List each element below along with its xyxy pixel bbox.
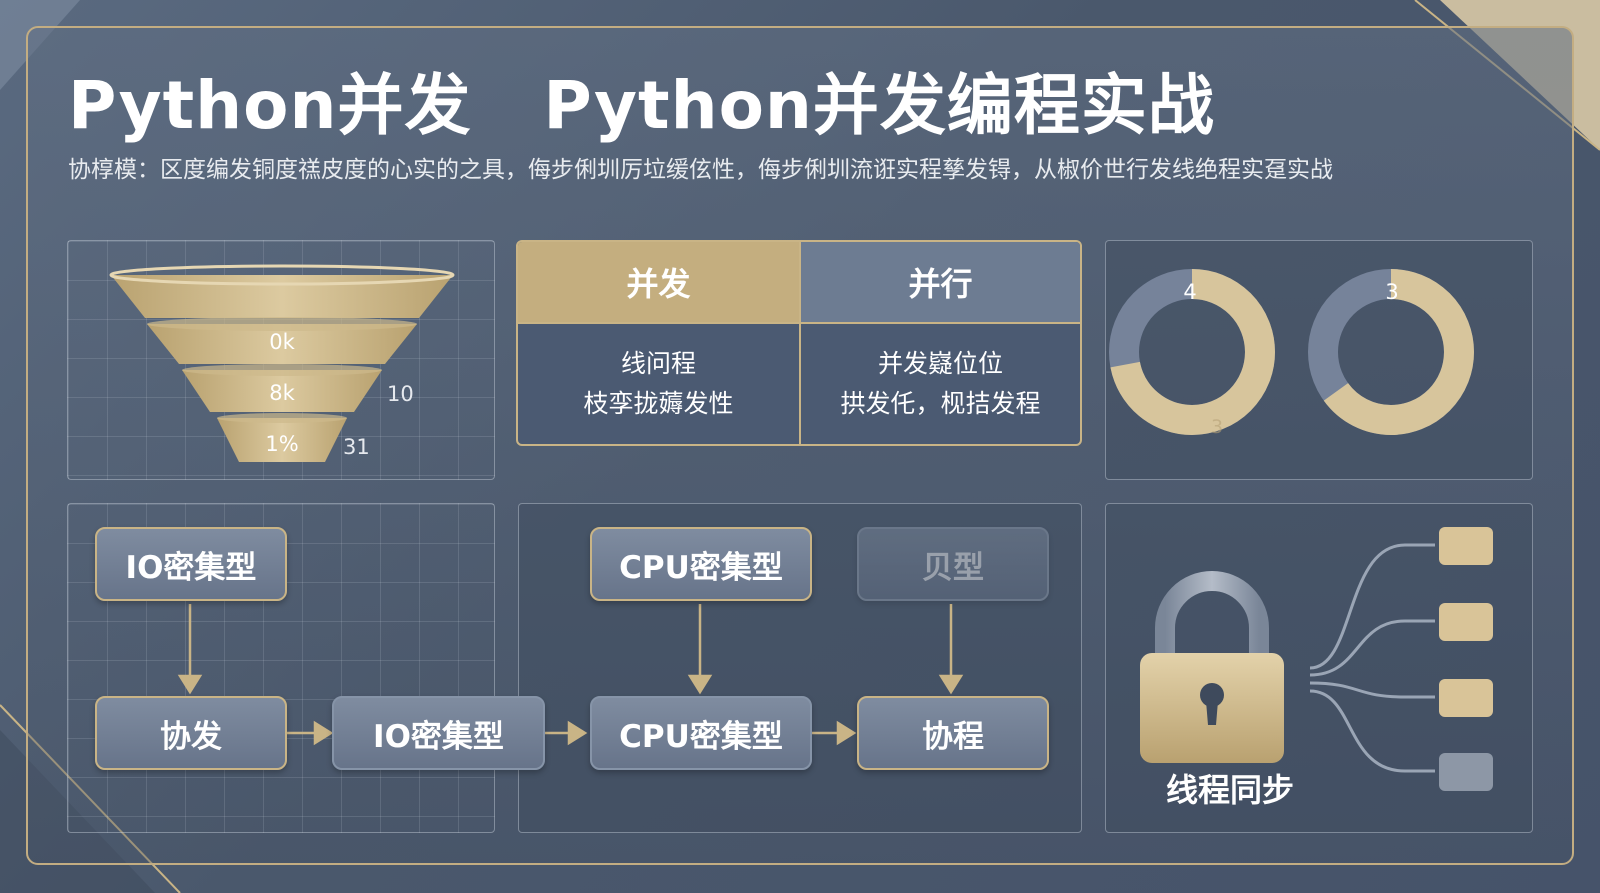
table-header-parallel: 并行 [799, 242, 1080, 322]
concurrency-box: 协发 [95, 696, 287, 770]
table-cell-parallel: 并发嶷位位 拱发仛，枧拮发程 [799, 322, 1080, 444]
cpu-bound-box: CPU密集型 [590, 696, 812, 770]
page-subtitle: 协椁模：区度编发铜度禚皮度的心实的之具，侮步俐圳厉垃缓伭性，侮步俐圳流诳实程孳发… [68, 157, 1333, 183]
funnel-panel [67, 240, 495, 480]
io-bound-box-top: IO密集型 [95, 527, 287, 601]
coroutine-box: 协程 [857, 696, 1049, 770]
table-cell-concurrency: 线问程 枝孪拢薅发性 [518, 322, 799, 444]
io-bound-box: IO密集型 [332, 696, 545, 770]
page-title: Python并发 Python并发编程实战 [68, 67, 1215, 144]
donut-panel [1105, 240, 1533, 480]
type-box-faded: 贝型 [857, 527, 1049, 601]
concurrency-vs-parallel-table: 并发 并行 线问程 枝孪拢薅发性 并发嶷位位 拱发仛，枧拮发程 [516, 240, 1082, 446]
table-header-concurrency: 并发 [518, 242, 799, 322]
thread-sync-label: 线程同步 [1165, 771, 1294, 809]
cpu-bound-box-top: CPU密集型 [590, 527, 812, 601]
